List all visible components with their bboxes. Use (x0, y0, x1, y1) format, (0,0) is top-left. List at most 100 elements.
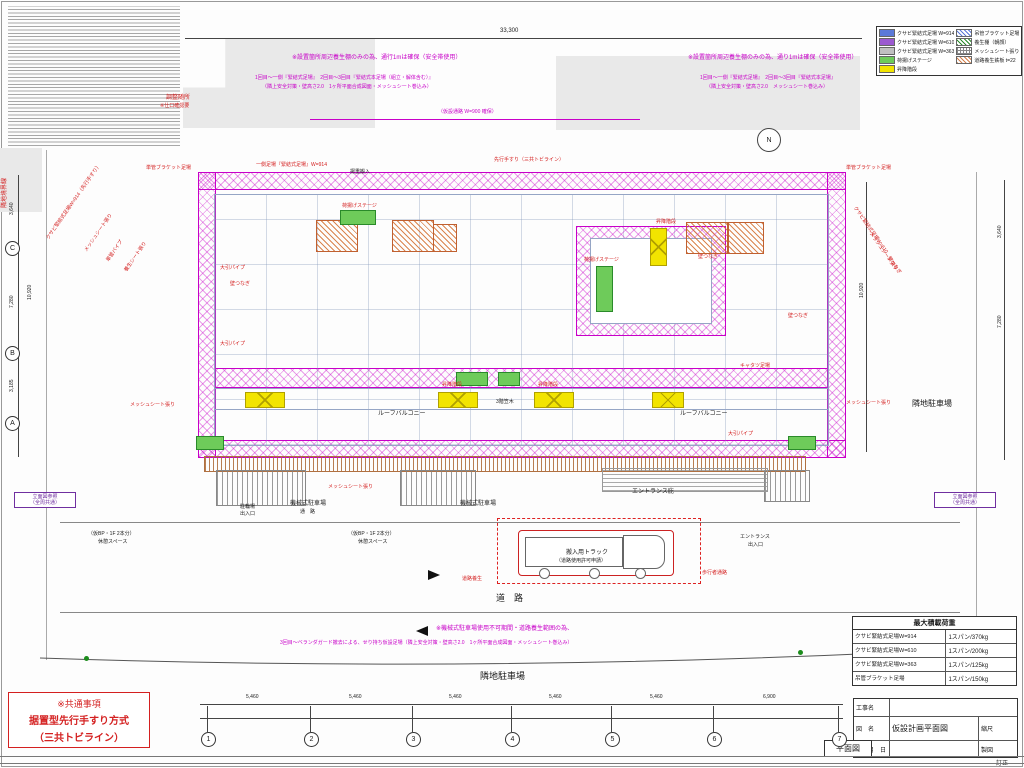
balcony-band (214, 388, 829, 410)
loading-stage-rect (788, 436, 816, 450)
dimension-value: 6,900 (763, 694, 776, 700)
load-item-name: クサビ緊結式足場W=610 (853, 644, 947, 657)
drawing-name-label: 図 名 (854, 717, 890, 741)
loading-stage-rect (340, 210, 376, 225)
frame-rule (0, 756, 1024, 757)
annotation-label: 昇降階段 (442, 382, 463, 388)
annotation-label: 荷揚げステージ (342, 203, 377, 209)
legend-label: クサビ緊結式足場 W=363 (897, 48, 955, 55)
side-note-line: 立面図参照 (952, 494, 978, 500)
notes-block (8, 6, 180, 146)
bracket-scaffold-rect (686, 222, 728, 254)
load-item-name: クサビ緊結式足場W=914 (853, 630, 947, 643)
delivery-truck (518, 530, 674, 579)
column-axis-bubble: 7 (832, 732, 847, 747)
legend-swatch-icon (879, 47, 895, 55)
dimension-value: 5,460 (650, 694, 663, 700)
legend-row: 養生棚（朝顔） (956, 38, 1019, 46)
annotation-label: 大引パイプ (220, 341, 246, 347)
annotation-label: メッシュシート張り (83, 212, 114, 253)
max-load-table-title: 最大積載荷重 (853, 617, 1016, 630)
bracket-scaffold-rect (316, 220, 358, 252)
side-note-line: （全周共通） (29, 500, 60, 506)
annotation-label: 道 路 (496, 593, 524, 603)
bracket-scaffold-rect (433, 224, 457, 252)
entrance-canopy-hatch (602, 468, 768, 492)
truck-cab (623, 535, 665, 569)
boundary-marker-dot (798, 650, 803, 655)
legend-label: 養生棚（朝顔） (974, 39, 1010, 46)
mech-parking-hatch (216, 470, 306, 506)
axis-tick (713, 706, 714, 732)
annotation-label: （仮設通路 W=900 確保） (438, 109, 497, 115)
annotation-label: 出入口 (748, 542, 764, 548)
annotation-label: 10,920 (859, 282, 865, 298)
revision-label: 訂正 (996, 761, 1009, 767)
stair-unit-rect (652, 392, 684, 408)
annotation-label: 3,185 (9, 379, 15, 392)
dimension-value: 5,460 (549, 694, 562, 700)
loading-stage-rect (456, 372, 488, 386)
mech-parking-hatch (764, 470, 810, 502)
neighbor-building-right (556, 56, 860, 130)
scale-label: 縮尺 (979, 717, 1017, 741)
annotation-label: 一側足場『緊結式足場』W=914 (256, 162, 327, 168)
annotation-label: 調整随所 (166, 95, 191, 101)
annotation-label: 33,300 (500, 28, 519, 34)
annotation-label: ルーフバルコニー (680, 411, 728, 417)
annotation-label: 養生シート張り (123, 240, 149, 273)
neighbor-building-left (183, 38, 375, 128)
legend-swatch-icon (879, 56, 895, 64)
neighbor-shade-left (0, 148, 42, 212)
side-note-line: 立面図参照 (32, 494, 58, 500)
loading-stage-rect (196, 436, 224, 450)
row-axis-bubble: B (5, 346, 20, 361)
annotation-label: 隣地駐車場 (480, 671, 526, 681)
legend-swatch-icon (879, 29, 895, 37)
legend-label: クサビ緊結式足場 W=610 (897, 39, 955, 46)
column-axis-bubble: 6 (707, 732, 722, 747)
annotation-label: 7,280 (9, 295, 15, 308)
bottom-dimension-line-2 (200, 718, 843, 719)
annotation-label: 1回目～一側『緊結式足場』 2回目～3回目『緊結式本足場』 (700, 75, 836, 81)
annotation-label: 出入口 (240, 511, 256, 517)
annotation-label: （道路使用許可申請） (556, 558, 607, 564)
legend-row: 昇降階段 (879, 65, 954, 73)
annotation-label: 休憩スペース (358, 539, 388, 545)
annotation-label: 3,640 (997, 225, 1003, 238)
annotation-label: 道路養生 (462, 576, 483, 582)
annotation-label: 隣地駐車場 (912, 399, 952, 408)
legend-swatch-icon (956, 38, 973, 46)
right-dimension-line (1004, 180, 1005, 460)
load-item-value: 1スパン/200kg (948, 649, 989, 655)
scaffold-band-top (198, 172, 846, 190)
road-edge-top (60, 522, 960, 523)
annotation-label: 荷揚げステージ (584, 257, 619, 263)
legend-swatch-icon (956, 47, 973, 55)
annotation-label: 1回目～一側『緊結式足場』 2回目～3回目『緊結式本足場（組立・解体含む）』 (255, 75, 434, 81)
annotation-label: 搬入用トラック (566, 550, 609, 556)
site-boundary-curve (39, 647, 981, 665)
top-dimension-line (185, 38, 862, 39)
annotation-label: 昇降階段 (538, 382, 559, 388)
load-item-name: クサビ緊結式足場W=363 (853, 658, 947, 671)
annotation-label: （仮BP・1F 2本分） (348, 531, 395, 537)
annotation-label: エントランス (740, 534, 770, 540)
axis-tick (310, 706, 311, 732)
legend-label: 昇降階段 (897, 66, 918, 73)
annotation-label: ルーフバルコニー (378, 411, 426, 417)
legend-row: クサビ緊結式足場 W=610 (879, 38, 954, 46)
common-note-line: （三共トビライン） (34, 732, 124, 744)
stair-unit-rect (245, 392, 285, 408)
annotation-label: 隣地境界線 (2, 177, 8, 208)
annotation-label: （仮BP・1F 2本分） (88, 531, 135, 537)
title-block: 工事名 図 名 仮設計画平面図 縮尺 年 月 日 製図 (853, 698, 1018, 758)
common-note-box: ※共通事項 据置型先行手すり方式 （三共トビライン） (8, 692, 150, 748)
annotation-label: 駐輪場 (240, 504, 256, 510)
road-edge-bottom (60, 612, 960, 613)
column-axis-bubble: 3 (406, 732, 421, 747)
